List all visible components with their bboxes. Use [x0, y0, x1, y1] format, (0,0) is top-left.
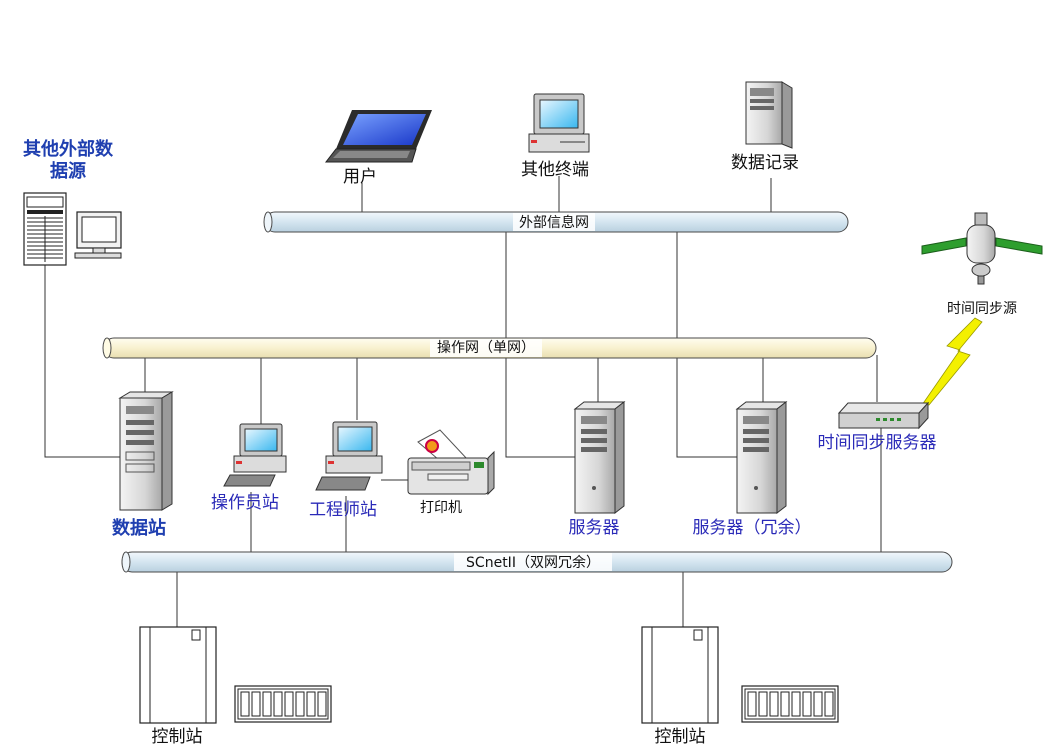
data-record-label: 数据记录: [731, 153, 799, 173]
desktop-computer-icon: [528, 93, 590, 153]
operator-station-label: 操作员站: [211, 493, 279, 513]
scnet-network-label: SCnetII（双网冗余）: [466, 554, 600, 571]
printer-node: 打印机: [407, 429, 495, 516]
desktop-computer-icon: [315, 421, 383, 491]
external-network-label: 外部信息网: [519, 214, 589, 231]
io-module-rack-icon: [741, 685, 839, 723]
engineer-station-node: 工程师站: [309, 421, 383, 520]
server-tower-icon: [118, 391, 174, 511]
laptop-icon: [324, 110, 432, 163]
control-station-node-1: 控制站: [139, 626, 332, 747]
other-terminal-node: 其他终端: [521, 93, 590, 180]
data-record-node: 数据记录: [731, 81, 799, 173]
data-station-node: 数据站: [112, 391, 174, 539]
redundant-server-node: 服务器（冗余）: [693, 400, 812, 538]
network-switch-icon: [837, 401, 930, 430]
external-data-source: 其他外部数 据源: [23, 138, 122, 266]
server-tower-icon: [735, 400, 788, 515]
time-source-label: 时间同步源: [947, 301, 1017, 317]
time-server-label: 时间同步服务器: [818, 433, 937, 453]
server-tower-icon: [745, 81, 793, 149]
operator-station-node: 操作员站: [211, 423, 287, 513]
server-node: 服务器: [569, 400, 626, 538]
operation-network-label: 操作网（单网）: [437, 340, 535, 356]
user-node: 用户: [324, 110, 432, 187]
control-cabinet-icon: [641, 626, 719, 724]
redundant-server-label: 服务器（冗余）: [693, 518, 812, 538]
control-station-label-2: 控制站: [655, 727, 706, 747]
control-cabinet-icon: [139, 626, 217, 724]
printer-label: 打印机: [420, 499, 462, 516]
operation-network-pipe: 操作网（单网）: [102, 337, 877, 359]
lightning-bolt-icon: [921, 317, 983, 406]
control-station-node-2: 控制站: [641, 626, 839, 747]
connection-wires: [44, 176, 882, 627]
rack-cabinet-icon: [23, 192, 67, 266]
other-terminal-label: 其他终端: [521, 160, 589, 180]
user-label: 用户: [343, 167, 377, 187]
external-source-label-1: 其他外部数: [23, 138, 114, 160]
io-module-rack-icon: [234, 685, 332, 723]
server-label: 服务器: [569, 518, 620, 538]
desktop-computer-icon: [223, 423, 287, 487]
satellite-icon: [921, 212, 1043, 285]
external-source-label-2: 据源: [50, 160, 86, 182]
time-source-node: 时间同步源: [921, 212, 1043, 406]
monitor-icon: [74, 211, 122, 259]
data-station-label: 数据站: [112, 517, 166, 539]
time-server-node: 时间同步服务器: [818, 401, 937, 453]
control-station-label-1: 控制站: [152, 727, 203, 747]
scnet-network-pipe: SCnetII（双网冗余）: [121, 551, 953, 573]
printer-icon: [407, 429, 495, 496]
server-tower-icon: [573, 400, 626, 515]
external-network-pipe: 外部信息网: [263, 211, 849, 233]
engineer-station-label: 工程师站: [309, 500, 377, 520]
